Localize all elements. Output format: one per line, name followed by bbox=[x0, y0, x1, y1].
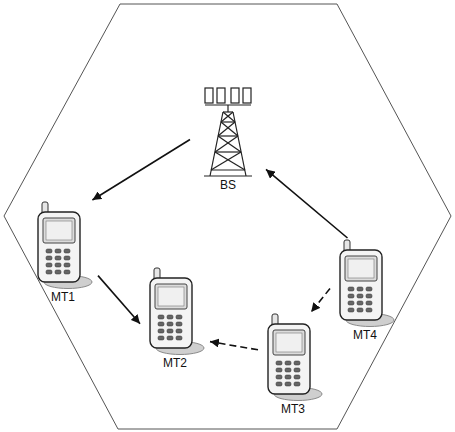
node-label: MT4 bbox=[351, 328, 379, 343]
mobile-terminal: MT4 bbox=[330, 238, 400, 343]
node-label: MT1 bbox=[49, 290, 77, 305]
signal-arrow bbox=[92, 140, 190, 201]
mobile-terminal: MT2 bbox=[140, 266, 210, 371]
phone-drawing bbox=[340, 240, 394, 327]
signal-arrow bbox=[210, 342, 258, 350]
signal-arrow bbox=[311, 288, 330, 312]
phone-icon bbox=[30, 200, 96, 290]
mobile-terminal: MT1 bbox=[28, 200, 98, 305]
phone-drawing bbox=[268, 314, 322, 401]
node-label: MT2 bbox=[161, 356, 189, 371]
cell-boundary bbox=[4, 4, 451, 429]
phone-drawing bbox=[38, 202, 92, 289]
mobile-terminal: MT3 bbox=[258, 312, 328, 417]
phone-icon bbox=[142, 266, 208, 356]
node-label: BS bbox=[218, 178, 238, 193]
signal-arrow bbox=[266, 169, 348, 238]
phone-icon bbox=[260, 312, 326, 402]
signal-arrow bbox=[98, 276, 140, 324]
phone-drawing bbox=[150, 268, 204, 355]
phone-icon bbox=[332, 238, 398, 328]
base-station: BS bbox=[190, 86, 266, 193]
tower-icon bbox=[192, 86, 264, 178]
base-station-drawing bbox=[204, 88, 252, 176]
node-label: MT3 bbox=[279, 402, 307, 417]
